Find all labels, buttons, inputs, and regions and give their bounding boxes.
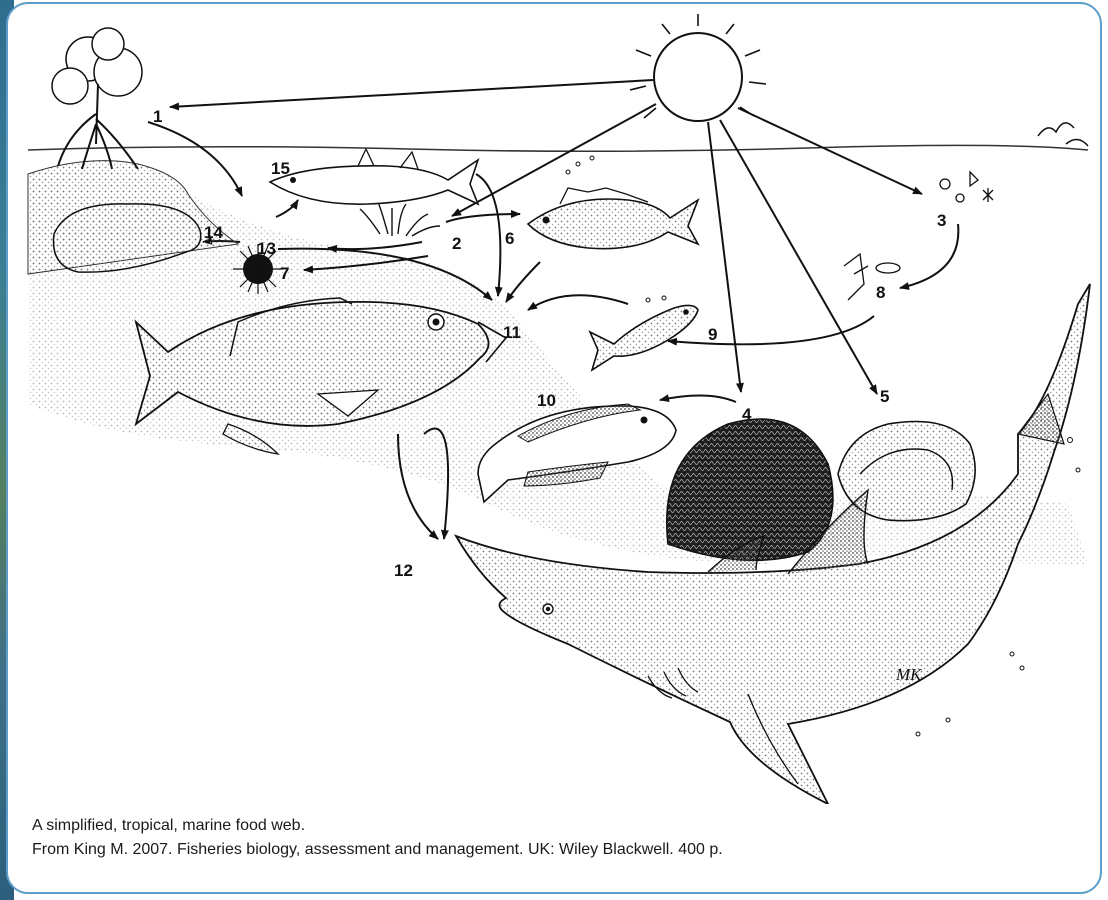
plankton-icon — [940, 172, 993, 202]
label-8: 8 — [876, 283, 885, 302]
figure-card: 1 2 3 4 5 6 7 8 9 10 11 12 13 14 15 MK A… — [6, 2, 1102, 894]
zooplankton-icon — [844, 254, 900, 300]
label-3: 3 — [937, 211, 946, 230]
caption-title: A simplified, tropical, marine food web. — [32, 814, 723, 838]
label-12: 12 — [394, 561, 413, 580]
label-2: 2 — [452, 234, 461, 253]
label-10: 10 — [537, 391, 556, 410]
figure-caption: A simplified, tropical, marine food web.… — [32, 814, 723, 862]
label-11: 11 — [503, 323, 521, 342]
artist-signature: MK — [895, 665, 923, 684]
label-15: 15 — [271, 159, 290, 178]
label-7: 7 — [280, 264, 289, 283]
reef-fish-icon — [528, 188, 698, 249]
label-14: 14 — [204, 223, 223, 242]
sardine-fish-icon — [590, 305, 698, 370]
label-5: 5 — [880, 387, 889, 406]
sea-surface-line — [28, 145, 1088, 151]
label-6: 6 — [505, 229, 514, 248]
caption-source: From King M. 2007. Fisheries biology, as… — [32, 838, 723, 862]
seagrass-icon — [360, 202, 440, 236]
label-13: 13 — [257, 239, 276, 258]
food-web-diagram: 1 2 3 4 5 6 7 8 9 10 11 12 13 14 15 MK — [8, 4, 1100, 804]
brain-coral-icon — [667, 419, 833, 560]
label-1: 1 — [153, 107, 162, 126]
label-9: 9 — [708, 325, 717, 344]
surface-splash — [1038, 123, 1088, 146]
sun-icon — [630, 14, 766, 121]
label-4: 4 — [742, 405, 752, 424]
mullet-fish-icon — [270, 149, 478, 204]
